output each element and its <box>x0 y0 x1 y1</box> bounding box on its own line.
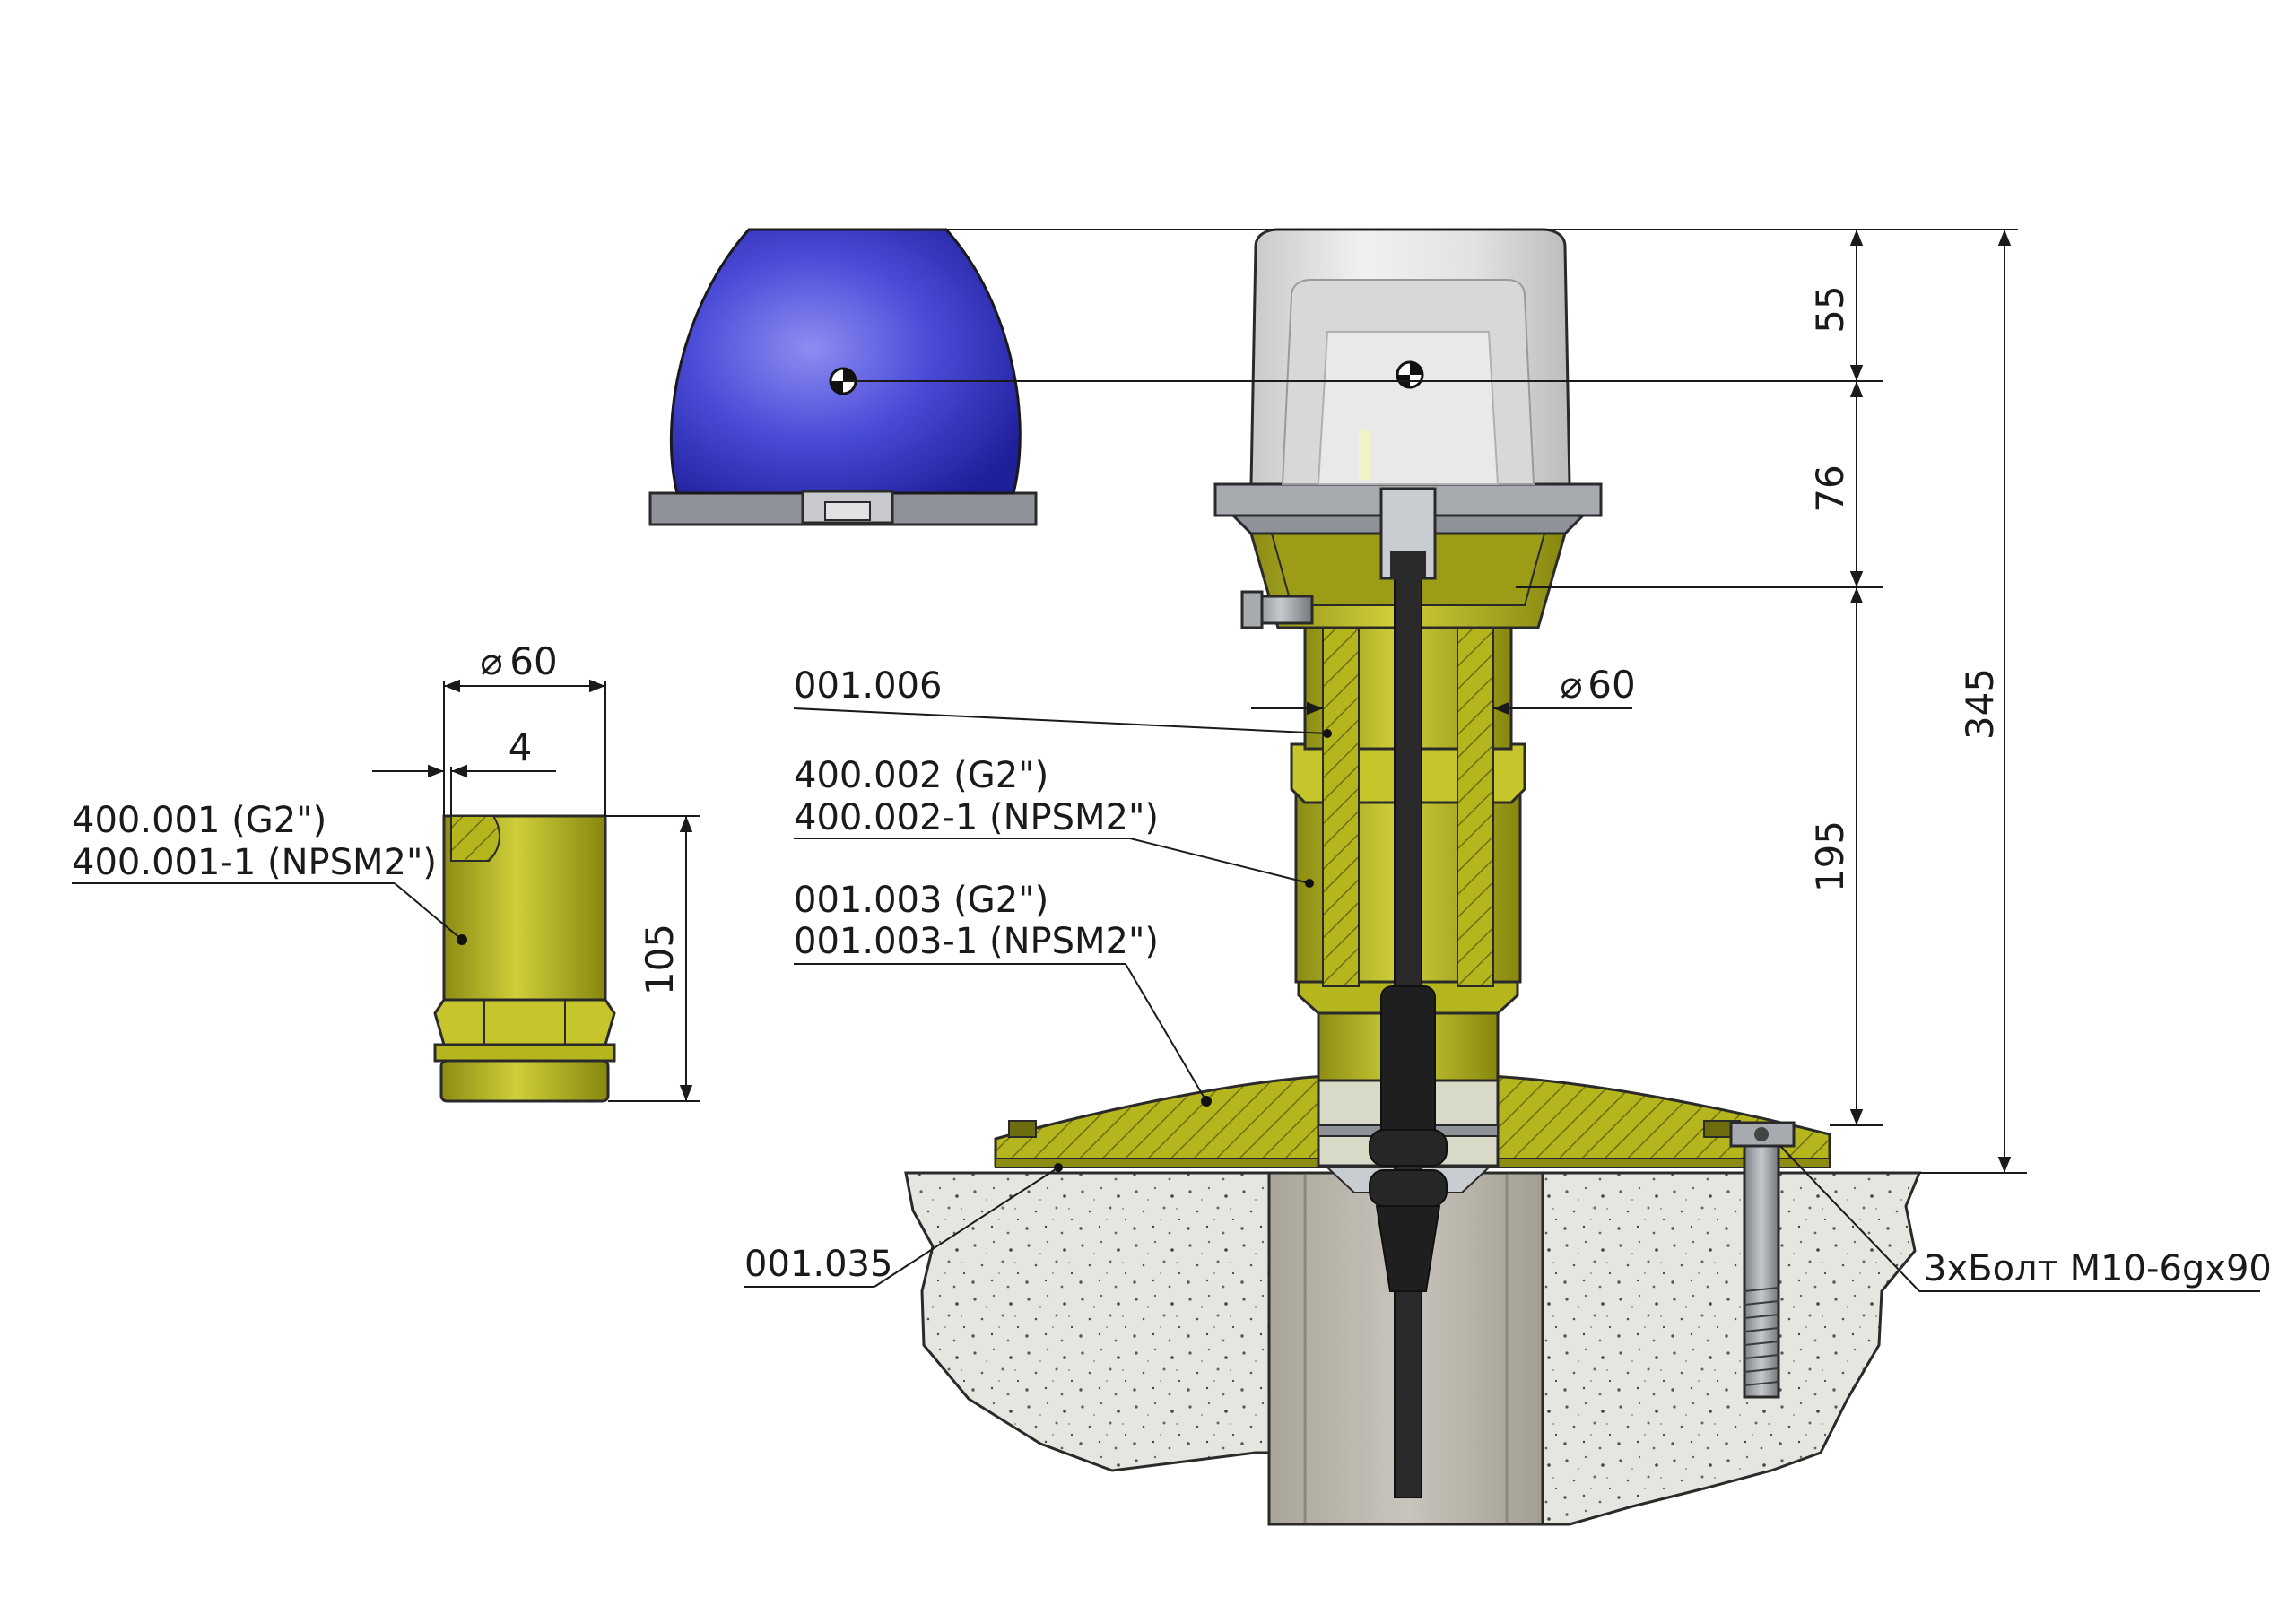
label-400-001: 400.001 (G2") <box>72 800 326 841</box>
adapter-part <box>433 814 616 1103</box>
label-001-035: 001.035 <box>744 1244 892 1285</box>
dim-dia60-right: 60 <box>1587 663 1635 707</box>
lamp-glass-cover <box>1213 228 1603 580</box>
dia-symbol-right: ⌀ <box>1560 663 1582 707</box>
dim-76: 76 <box>1808 464 1852 512</box>
label-001-003: 001.003 (G2") <box>794 880 1048 921</box>
dim-4: 4 <box>509 725 533 769</box>
dim-195: 195 <box>1808 820 1852 892</box>
label-bolt: 3хБолт М10-6gх90 <box>1924 1248 2272 1289</box>
part-labels: 001.006 400.002 (G2") 400.002-1 (NPSM2")… <box>72 665 2272 1289</box>
label-400-001-1: 400.001-1 (NPSM2") <box>72 842 437 883</box>
label-001-006: 001.006 <box>794 665 942 707</box>
anchor-bolt <box>1729 1121 1796 1399</box>
dim-55: 55 <box>1808 285 1852 333</box>
dimension-lines <box>372 229 2027 1174</box>
dim-345: 345 <box>1958 668 2002 740</box>
label-400-002-1: 400.002-1 (NPSM2") <box>794 797 1159 838</box>
dim-dia60-left: 60 <box>509 639 557 683</box>
blue-dome-cover <box>648 228 1038 526</box>
cable <box>1369 573 1448 1498</box>
label-400-002: 400.002 (G2") <box>794 755 1048 796</box>
dimension-texts: 55 76 195 345 105 4 ⌀ 60 ⌀ 60 <box>480 285 2002 995</box>
dia-symbol-left: ⌀ <box>480 639 502 683</box>
label-001-003-1: 001.003-1 (NPSM2") <box>794 921 1159 962</box>
leader-lines <box>72 707 2260 1292</box>
dim-105: 105 <box>638 924 682 995</box>
